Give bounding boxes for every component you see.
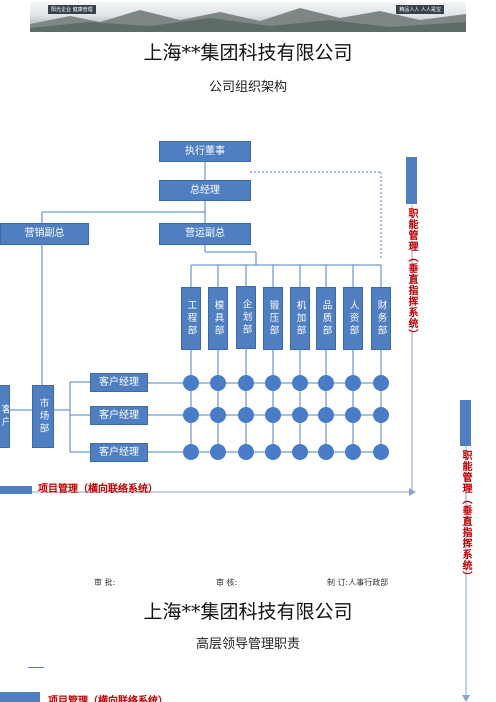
small-divider: [28, 667, 44, 668]
functional-bar-2: [460, 400, 471, 446]
matrix-node: [183, 444, 199, 460]
dept-label: 工程部: [185, 299, 197, 338]
dept-hr: 人资部: [343, 287, 363, 350]
dept-finance: 财务部: [371, 287, 391, 350]
dept-label: 模具部: [212, 299, 224, 338]
project-bar-2: [0, 692, 40, 702]
matrix-node: [265, 375, 281, 391]
matrix-node: [345, 407, 361, 423]
matrix-node: [238, 375, 254, 391]
partial-customer-box: 客户: [0, 385, 10, 448]
dept-mold: 模具部: [208, 287, 228, 350]
matrix-node: [292, 444, 308, 460]
matrix-node: [345, 375, 361, 391]
review-label: 审 核:: [216, 578, 238, 587]
account-manager-1: 客户经理: [90, 373, 148, 392]
dept-label: 机加部: [294, 299, 306, 338]
mountain-illustration: [30, 8, 466, 32]
matrix-node: [318, 444, 334, 460]
dept-label: 锻压部: [267, 299, 279, 338]
project-bar-1: [0, 486, 32, 494]
banner-left-chip: 阳光企业 健康管理: [48, 5, 96, 14]
matrix-node: [265, 407, 281, 423]
matrix-node: [292, 375, 308, 391]
account-manager-2: 客户经理: [90, 406, 148, 425]
market-dept-label: 市场部: [37, 397, 49, 436]
matrix-node: [373, 444, 389, 460]
matrix-node: [183, 407, 199, 423]
dept-machining: 机加部: [290, 287, 310, 350]
functional-bar-1: [406, 157, 417, 204]
approve-label: 审 批:: [94, 578, 116, 587]
company-title-2: 上海**集团科技有限公司: [143, 601, 353, 623]
company-title: 上海**集团科技有限公司: [143, 42, 353, 64]
sales-vp-box: 营销副总: [0, 223, 89, 245]
project-label-2: 项目管理（横向联络系统）: [48, 696, 168, 702]
functional-label-1: 职能管理（垂直指挥系统）: [406, 208, 417, 340]
account-manager-3: 客户经理: [90, 443, 148, 462]
dept-label: 人资部: [347, 299, 359, 338]
matrix-node: [210, 407, 226, 423]
dept-quality: 品质部: [316, 287, 336, 350]
matrix-node: [238, 407, 254, 423]
dept-label: 财务部: [375, 299, 387, 338]
matrix-node: [183, 375, 199, 391]
matrix-node: [210, 444, 226, 460]
market-dept-box: 市场部: [32, 385, 54, 448]
matrix-node: [373, 407, 389, 423]
functional-label-2: 职能管理（垂直指挥系统）: [460, 450, 471, 582]
matrix-node: [373, 375, 389, 391]
dept-forging: 锻压部: [263, 287, 283, 350]
prepared-label: 制 订:人事行政部: [327, 578, 389, 587]
dept-planning: 企划部: [236, 286, 256, 349]
dept-label: 品质部: [320, 299, 332, 338]
project-label-1: 项目管理（横向联络系统）: [38, 484, 158, 495]
matrix-node: [345, 444, 361, 460]
general-manager-box: 总经理: [159, 180, 251, 201]
section-subtitle: 高层领导管理职责: [195, 637, 300, 652]
matrix-node: [238, 444, 254, 460]
banner-right-chip: 精品人人 人人是宝: [396, 5, 444, 14]
ceo-box: 执行董事: [159, 141, 251, 162]
matrix-node: [210, 375, 226, 391]
matrix-node: [318, 407, 334, 423]
matrix-node: [265, 444, 281, 460]
chart-subtitle: 公司组织架构: [208, 80, 287, 95]
matrix-node: [318, 375, 334, 391]
operations-vp-box: 营运副总: [159, 223, 251, 245]
dept-engineering: 工程部: [181, 287, 201, 350]
dept-label: 企划部: [240, 298, 252, 337]
matrix-node: [292, 407, 308, 423]
partial-customer-label: 客户: [0, 404, 10, 429]
header-banner: 阳光企业 健康管理 精品人人 人人是宝: [30, 2, 466, 32]
